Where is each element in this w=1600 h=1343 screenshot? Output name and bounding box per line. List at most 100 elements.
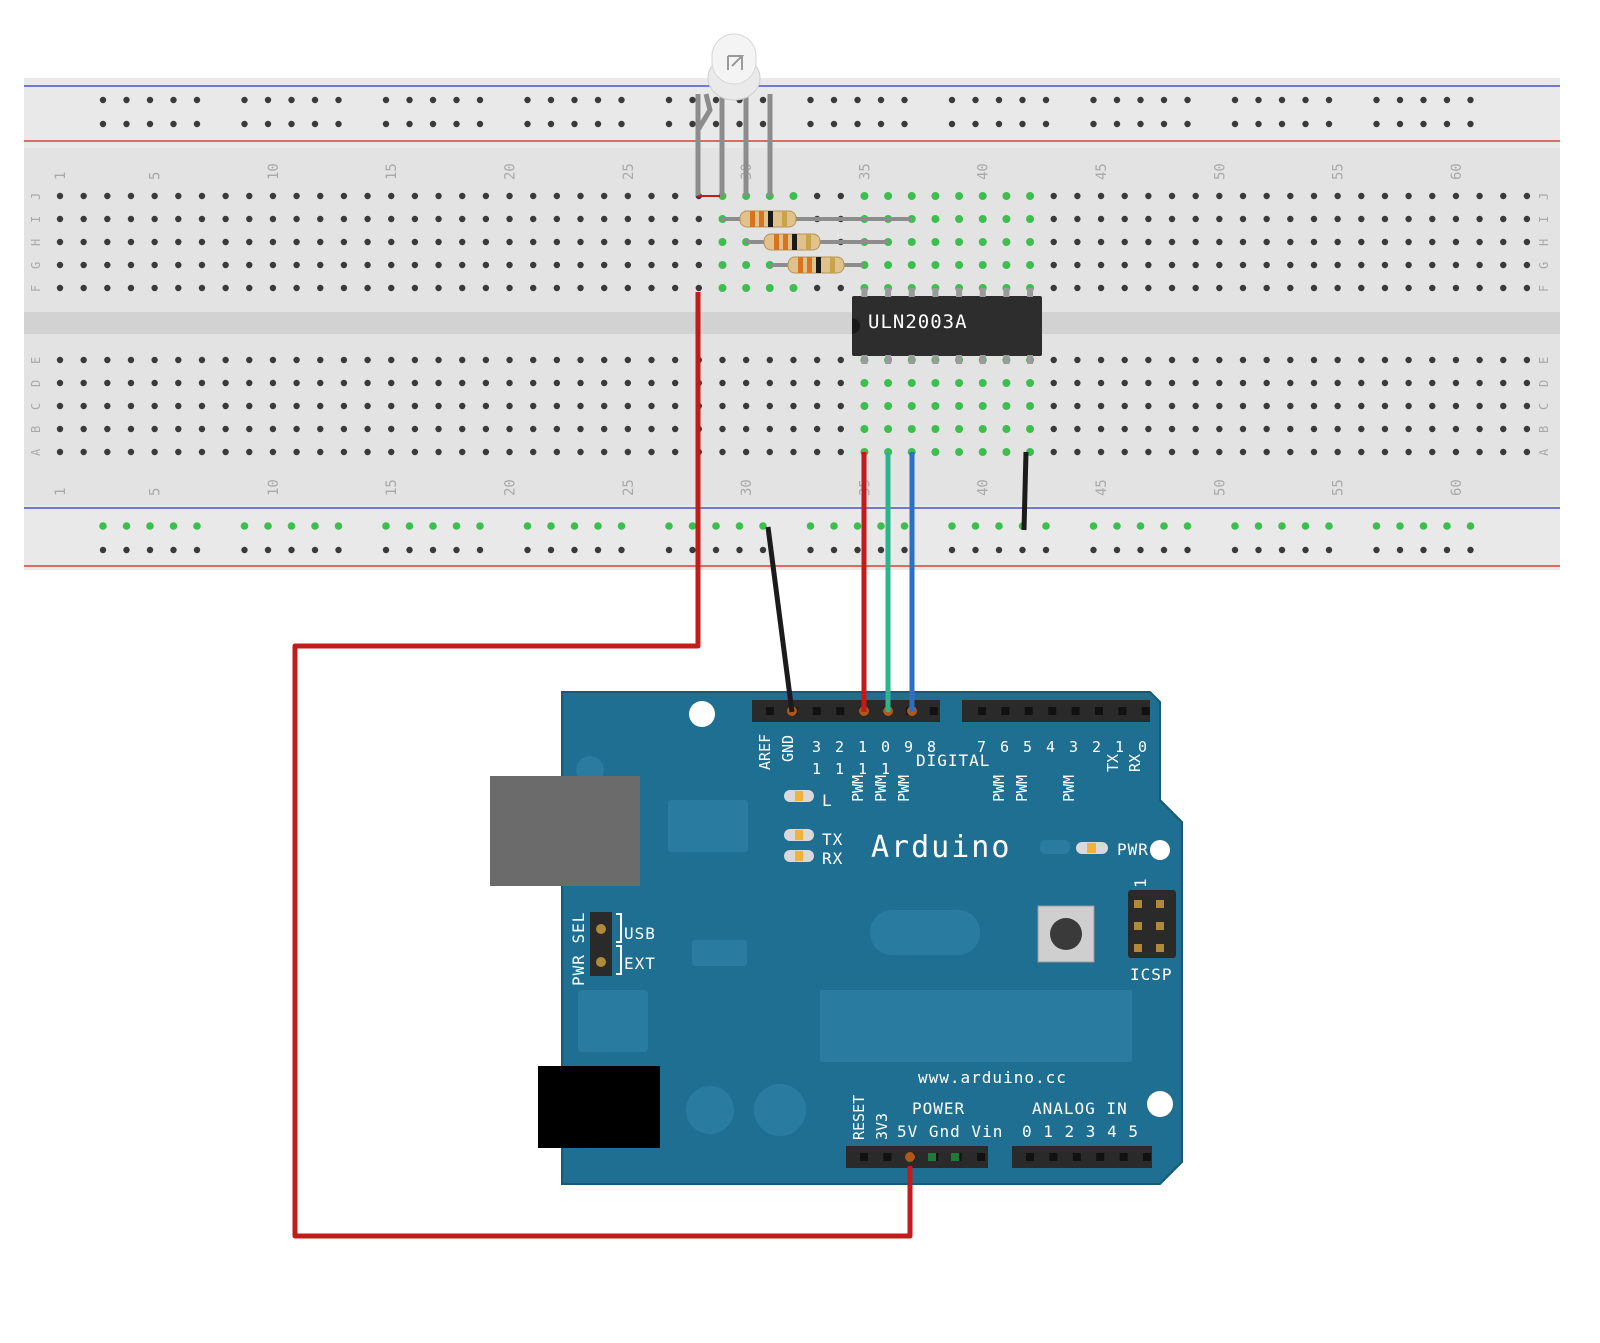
breadboard-hole (506, 448, 513, 456)
breadboard-hole (671, 402, 679, 410)
rail-hole (1113, 120, 1121, 128)
rail-hole (382, 546, 390, 554)
breadboard-hole (175, 425, 182, 433)
breadboard-hole (56, 379, 64, 387)
rail-hole (1231, 120, 1239, 128)
rail-hole (1231, 546, 1239, 554)
breadboard-hole (1239, 261, 1247, 269)
breadboard-hole (411, 448, 419, 456)
pwm-label-11: PWM (849, 775, 867, 802)
breadboard-hole (246, 448, 253, 456)
breadboard-hole (1168, 215, 1176, 223)
rail-hole (476, 120, 484, 128)
breadboard-hole (1002, 238, 1011, 246)
row-letter: C (29, 403, 43, 410)
breadboard-hole (506, 261, 513, 269)
breadboard-hole (340, 379, 348, 387)
breadboard-hole (459, 448, 466, 456)
breadboard-hole (1381, 192, 1389, 200)
breadboard-hole (56, 284, 64, 292)
ic-leg (956, 288, 963, 297)
breadboard-hole (269, 425, 277, 433)
breadboard-hole (530, 448, 537, 456)
rail-hole (264, 522, 272, 530)
row-letter: J (29, 193, 43, 200)
breadboard-hole (1358, 448, 1365, 456)
rail-hole (382, 96, 390, 104)
breadboard-hole (293, 284, 300, 292)
column-number: 15 (384, 163, 400, 180)
breadboard-hole (577, 238, 584, 246)
breadboard-hole (104, 238, 111, 246)
breadboard-hole (1145, 356, 1152, 364)
breadboard-hole (411, 284, 419, 292)
ic-leg (932, 288, 939, 297)
breadboard-hole (1121, 425, 1128, 433)
breadboard-hole (1287, 238, 1294, 246)
rail-hole (311, 546, 319, 554)
breadboard-hole (317, 192, 324, 200)
rail-hole (877, 96, 885, 104)
row-letter: E (29, 357, 43, 364)
breadboard-hole (837, 356, 844, 364)
breadboard-hole (1523, 425, 1531, 433)
header-pin (836, 707, 845, 715)
rail-hole (1372, 522, 1381, 530)
column-number: 5 (148, 488, 164, 496)
rail-hole (759, 522, 767, 530)
column-number: 30 (739, 479, 755, 496)
breadboard-hole (151, 402, 158, 410)
breadboard-hole (837, 284, 844, 292)
rail-hole (311, 120, 319, 128)
breadboard-hole (317, 356, 324, 364)
breadboard-hole (1287, 192, 1294, 200)
breadboard-hole (1476, 425, 1483, 433)
breadboard-hole (1050, 402, 1057, 410)
rail-hole (948, 120, 956, 128)
breadboard-hole (1405, 238, 1412, 246)
pwm-label-10: PWM (872, 775, 890, 802)
icsp-pin (1134, 900, 1142, 908)
breadboard-hole (1216, 402, 1223, 410)
rail-hole (1136, 522, 1145, 530)
column-number: 25 (621, 163, 637, 180)
breadboard-hole (1050, 261, 1057, 269)
rail-hole (995, 120, 1003, 128)
row-letter: G (29, 262, 43, 269)
breadboard-hole (104, 425, 111, 433)
reset-button-cap[interactable] (1050, 918, 1082, 950)
breadboard-hole (1216, 379, 1223, 387)
wire-5v-red (292, 292, 913, 1239)
breadboard-hole (1334, 261, 1341, 269)
breadboard-hole (222, 356, 229, 364)
breadboard-hole (931, 379, 940, 387)
breadboard-hole (175, 284, 182, 292)
breadboard-hole (411, 356, 419, 364)
ic-leg (932, 355, 939, 364)
rail-hole (1420, 546, 1427, 554)
resistor-band (783, 234, 788, 250)
breadboard-hole (340, 448, 348, 456)
breadboard-hole (907, 425, 916, 433)
breadboard-hole (340, 215, 348, 223)
breadboard-hole (718, 284, 727, 292)
rail-hole (335, 96, 342, 104)
header-pin (1072, 1153, 1081, 1161)
breadboard-hole (671, 284, 679, 292)
breadboard-hole (1216, 425, 1223, 433)
rail-hole (1396, 546, 1404, 554)
ic-leg (885, 288, 892, 297)
breadboard-hole (364, 402, 371, 410)
digital-pin-digit: 9 (904, 738, 913, 756)
breadboard-hole (648, 402, 655, 410)
breadboard-hole (1500, 238, 1507, 246)
rail-hole (1042, 96, 1050, 104)
breadboard-hole (766, 379, 773, 387)
breadboard-hole (671, 261, 679, 269)
breadboard-hole (269, 356, 277, 364)
pwr-sel-jumper[interactable] (590, 912, 612, 976)
rail-hole (193, 522, 201, 530)
breadboard-hole (695, 284, 703, 292)
rail-hole (712, 96, 720, 104)
breadboard-hole (1263, 261, 1270, 269)
